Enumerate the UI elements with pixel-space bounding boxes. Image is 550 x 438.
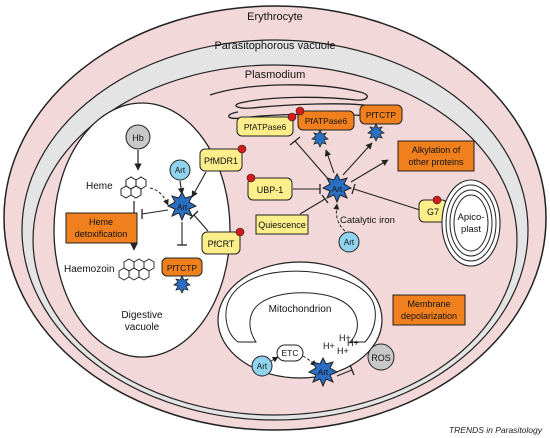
h-plus-2: H+ [339,333,351,343]
mitochondrion-label: Mitochondrion [269,304,332,315]
etc-label: ETC [282,348,299,358]
pfatpase6-bound-art [311,129,329,148]
apicoplast-label-line2: plast [461,224,481,235]
art-to-etc-arrow [270,356,279,363]
etc-box [276,344,304,362]
ros-molecule [367,343,395,371]
journal-footer: TRENDS in Parasitology [448,425,542,435]
membrane-depol-line2: depolarization [401,311,457,321]
quiescence-box [255,214,309,235]
art-molecule-catalytic [338,231,360,253]
pftctp-box-cyto [359,104,403,125]
apicoplast-inner-membrane-2 [453,194,489,252]
erythrocyte-label: Erythrocyte [247,11,303,23]
art-molecule-dv [169,159,191,181]
pfatpase6-box-left [236,116,294,137]
apicoplast-label-line1: Apico- [458,212,485,223]
pftctp-label-cyto: PfTCTP [366,110,397,120]
activated-art-dv-label: Art [177,203,188,212]
activated-art-mito [307,356,339,388]
mitochondrion-cristae [225,270,376,343]
digestive-vacuole-label-line1: Digestive [121,310,163,321]
hb-molecule [125,124,151,150]
g7-label: G7 [427,207,439,217]
quiescence-label: Quiescence [258,220,306,230]
art-label-mito: Art [257,362,268,371]
alkylation-line2: other proteins [408,157,464,167]
art-to-pfatpase6-right-arrow [324,149,335,174]
quiescence-inhibits-art-bar [321,194,329,204]
art-inhibits-haemozoin [141,209,169,215]
activated-art-central-label: Art [332,185,343,194]
art-activation-dashed [333,203,346,232]
heme-art-interaction-dashed [149,187,169,206]
haemozoin-label: Haemozoin [64,264,115,275]
pfmdr1-box [199,148,243,172]
pfcrt-inhibits-art [193,214,209,232]
hb-label: Hb [132,133,144,143]
pfatpase6-right-red-dot [295,106,305,116]
er-membrane [209,84,383,120]
pfatpase6-label-right: PfATPase6 [305,116,348,126]
activated-art-dv [166,190,198,222]
pfatpase6-left-red-dot [287,112,297,122]
activated-art-mito-label: Art [318,368,329,377]
quiescence-inhibits-art [299,198,326,215]
art-inhibits-membrane-bar [349,364,355,376]
mitochondrion-outer-membrane [217,261,383,379]
heme-structure-icon [120,176,147,199]
g7-inhibits-art [353,188,421,211]
alkylation-box [397,140,475,172]
art-molecule-mito [251,355,273,377]
h-plus-1: H+ [323,341,335,351]
pfmdr1-to-art-arrow [191,171,207,198]
art-label-catalytic: Art [344,238,355,247]
pfcrt-box [201,231,241,255]
pfmdr1-red-dot [237,144,247,154]
pftctp-bound-art-cyto [367,123,385,142]
h-plus-4: H+ [347,338,359,348]
membrane-depol-line1: Membrane [407,299,450,309]
catalytic-iron-label: Catalytic iron [340,215,395,226]
plasmodium-label: Plasmodium [245,69,306,81]
pfmdr1-label: PfMDR1 [204,156,238,166]
ubp1-red-dot [246,173,256,183]
art-to-pftctp-cyto-arrow [342,142,373,176]
apicoplast-outer-membrane-2 [445,184,497,262]
art-inhibits-membrane [336,369,353,377]
h-plus-3: H+ [337,346,349,356]
g7-red-dot [432,195,442,205]
membrane-depolarization-box [392,294,466,326]
heme-detox-line1: Heme [89,217,113,227]
heme-detoxification-box [65,212,138,244]
pftctp-bound-art-dv [173,275,191,294]
pfcrt-inhibits-art-bar [189,210,199,220]
ubp1-label: UBP-1 [257,185,284,195]
apicoplast-inner-membrane-1 [449,189,493,257]
digestive-vacuole-label-line2: vacuole [125,322,160,333]
heme-detox-line2: detoxification [75,229,128,239]
pfatpase6-label-left: PfATPase6 [244,122,287,132]
heme-label: Heme [86,181,113,192]
alkylation-line1: Alkylation of [412,145,461,155]
art-inhibits-pfatpase6-left-bar [289,136,301,146]
haemozoin-crystal-icon [118,258,155,281]
g7-inhibits-art-bar [351,183,356,195]
activated-art-central [321,172,353,204]
art-label-dv: Art [175,166,186,175]
ubp1-box [247,177,293,201]
pfcrt-label: PfCRT [208,239,235,249]
art-to-alkylation-arrow [350,159,389,183]
pfatpase6-box-right [297,110,355,131]
ros-label: ROS [371,353,391,363]
pftctp-label-dv: PfTCTP [167,263,198,273]
pfcrt-red-dot [235,227,245,237]
parasitophorous-vacuole-label: Parasitophorous vacuole [214,40,335,52]
art-inhibits-pfatpase6-left [294,140,330,181]
